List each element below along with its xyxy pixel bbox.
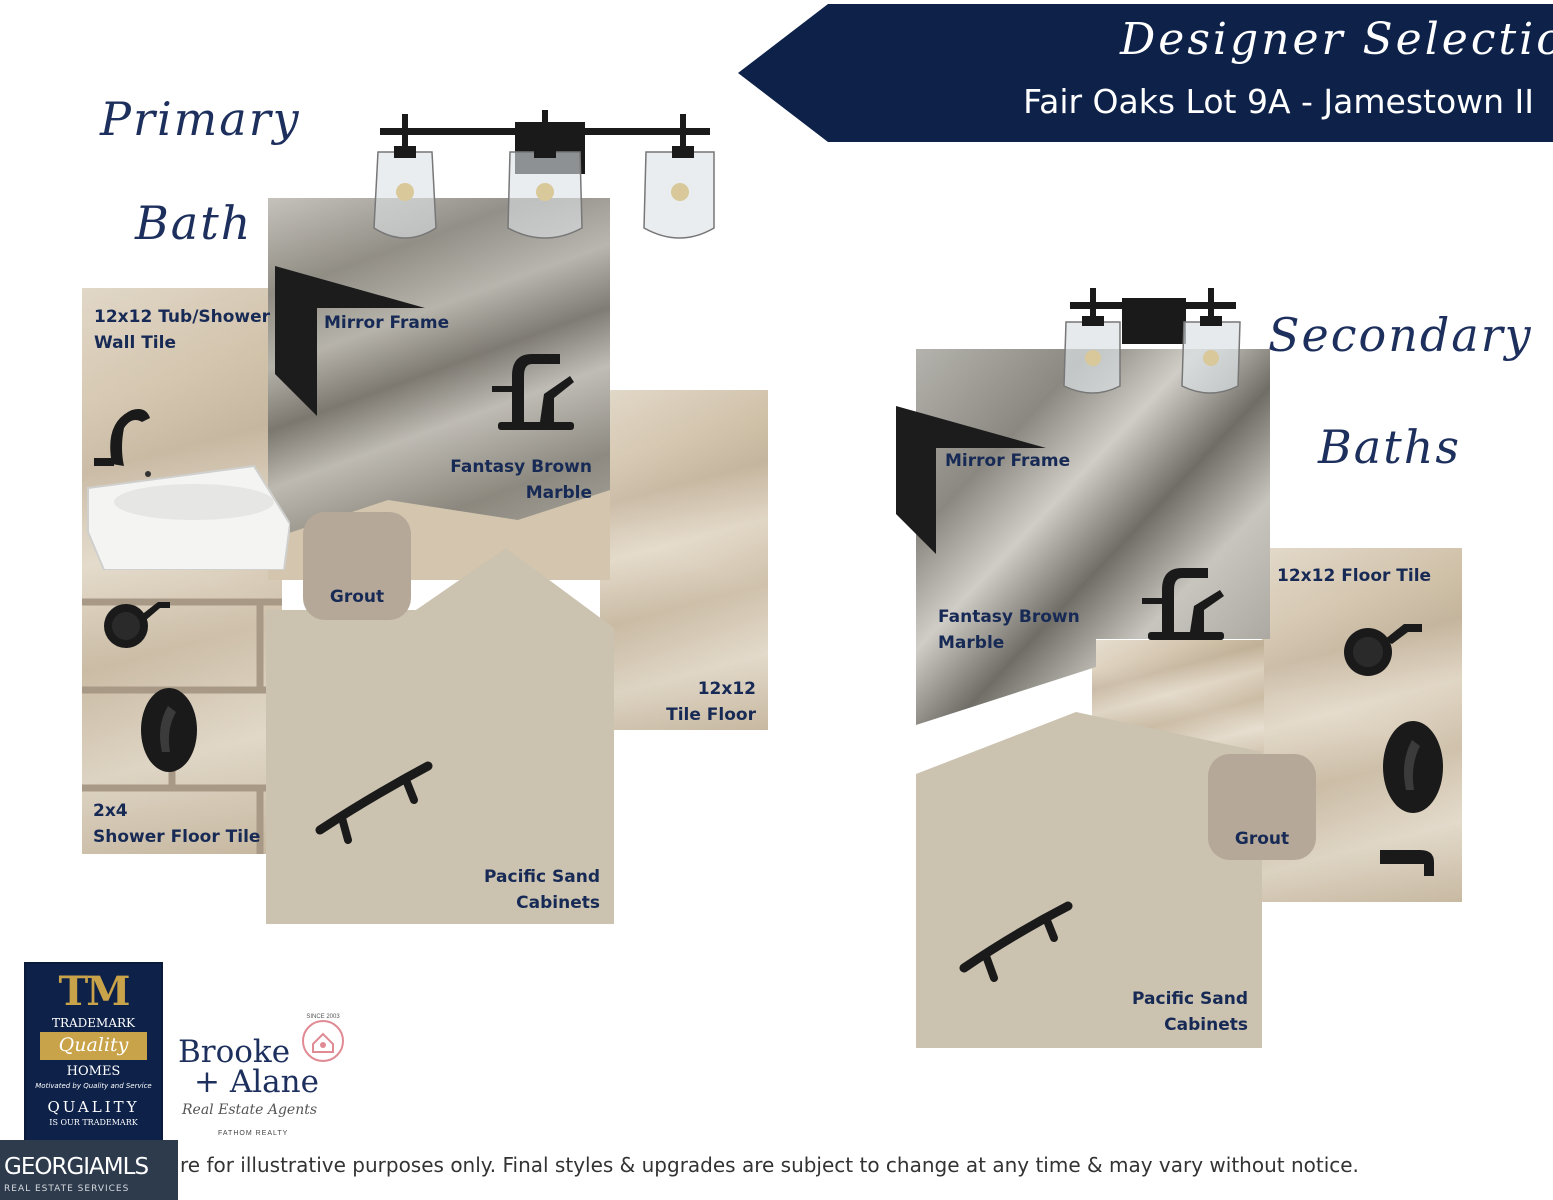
secondary-marble-label: Fantasy Brown Marble <box>938 607 1080 653</box>
georgia-mls-logo: GEORGIAMLS REAL ESTATE SERVICES <box>0 1140 178 1200</box>
secondary-mirror-frame-label: Mirror Frame <box>945 451 1071 471</box>
primary-shower-floor-label: 2x4 Shower Floor Tile <box>93 801 261 847</box>
primary-wall-tile-label: 12x12 Tub/Shower Wall Tile <box>94 307 271 353</box>
primary-tile-floor-label: 12x12 Tile Floor <box>666 679 756 725</box>
secondary-title-line1: Secondary <box>1268 308 1533 362</box>
secondary-cabinet-pull-icon <box>959 901 1073 982</box>
trademark-logo: TM TRADEMARK Quality HOMES Motivated by … <box>24 962 163 1142</box>
brooke-script: Real Estate Agents <box>182 1102 318 1118</box>
header-script-title: Designer Selections <box>1120 14 1553 65</box>
primary-cabinets-label: Pacific Sand Cabinets <box>484 867 600 913</box>
brooke-fathom: FATHOM REALTY <box>218 1130 289 1137</box>
primary-mirror-frame-icon <box>275 266 425 416</box>
primary-faucet-icon <box>492 354 574 430</box>
primary-marble-label: Fantasy Brown Marble <box>450 457 592 503</box>
trademark-line3: HOMES <box>66 1064 121 1079</box>
primary-vanity-light-icon <box>373 110 715 239</box>
primary-grout-swatch <box>303 512 411 620</box>
primary-title-line2: Bath <box>135 196 253 250</box>
footer-disclaimer: re for illustrative purposes only. Final… <box>180 1153 1359 1177</box>
secondary-vanity-light-icon <box>1063 288 1241 394</box>
trademark-gold-band <box>40 1032 147 1060</box>
primary-tub-icon <box>87 409 290 570</box>
secondary-shower-head-icon <box>1344 624 1422 676</box>
brooke-alane-logo: SINCE 2003 Brooke + Alane Real Estate Ag… <box>176 1014 356 1144</box>
secondary-cabinets-label: Pacific Sand Cabinets <box>1132 989 1248 1035</box>
brooke-line2: + Alane <box>194 1064 319 1100</box>
primary-grout-label: Grout <box>329 587 385 607</box>
primary-tile-floor-swatch <box>600 390 768 730</box>
brooke-since: SINCE 2003 <box>306 1014 340 1020</box>
secondary-grout-swatch <box>1208 754 1316 860</box>
header-banner <box>738 4 1553 142</box>
trademark-line2: Quality <box>58 1034 129 1056</box>
georgia-mls-sub: REAL ESTATE SERVICES <box>4 1184 130 1194</box>
primary-shower-valve-icon <box>141 688 197 772</box>
secondary-grout-label: Grout <box>1234 829 1290 849</box>
georgia-mls-name: GEORGIAMLS <box>4 1154 149 1180</box>
trademark-tagline: Motivated by Quality and Service <box>35 1082 152 1090</box>
header-subtitle: Fair Oaks Lot 9A - Jamestown II <box>1023 82 1534 121</box>
primary-cabinet-swatch <box>266 548 614 924</box>
trademark-quality: QUALITY <box>47 1098 140 1116</box>
trademark-monogram: TM <box>58 968 130 1015</box>
primary-title-line1: Primary <box>100 92 301 146</box>
primary-shower-head-icon <box>104 602 170 648</box>
trademark-quality-sub: IS OUR TRADEMARK <box>49 1118 138 1127</box>
trademark-line1: TRADEMARK <box>51 1016 136 1030</box>
secondary-shower-valve-icon <box>1383 721 1443 813</box>
secondary-mirror-frame-icon <box>896 406 1046 554</box>
primary-cabinet-pull-icon <box>315 761 433 844</box>
primary-marble-swatch <box>268 198 610 560</box>
brooke-line1: Brooke <box>178 1034 291 1070</box>
house-icon <box>302 1020 344 1062</box>
secondary-tub-spout-icon <box>1380 850 1434 876</box>
secondary-title-line2: Baths <box>1318 420 1461 474</box>
secondary-faucet-icon <box>1142 568 1224 640</box>
primary-mirror-frame-label: Mirror Frame <box>324 313 450 333</box>
secondary-cabinet-swatch <box>916 712 1262 1048</box>
secondary-floor-tile-label: 12x12 Floor Tile <box>1277 566 1432 586</box>
